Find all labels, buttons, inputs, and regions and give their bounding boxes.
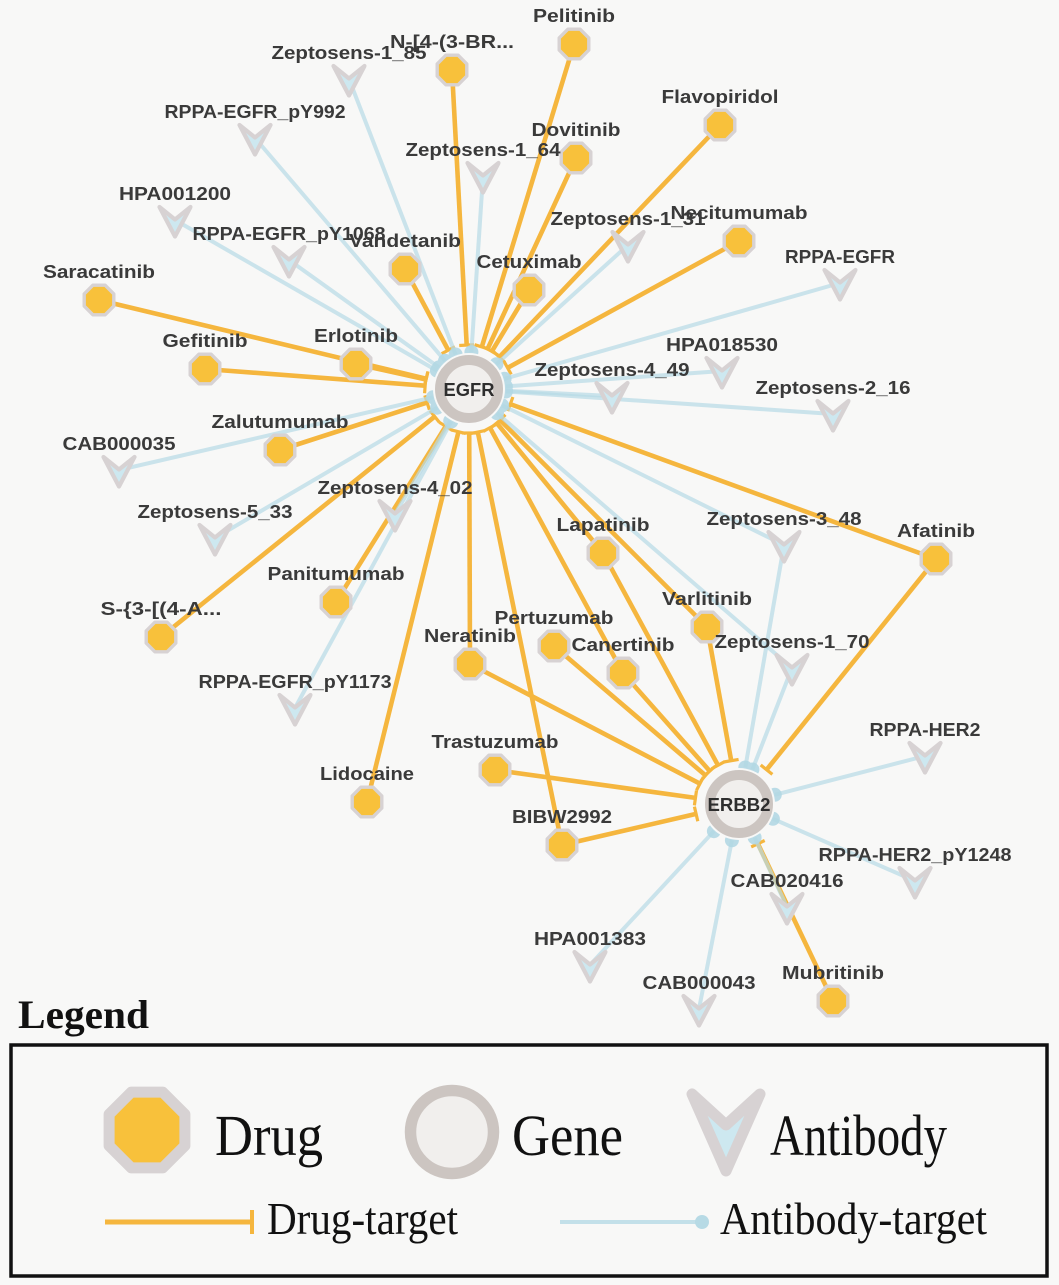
svg-text:Saracatinib: Saracatinib [43,262,155,282]
svg-text:Zeptosens-4_49: Zeptosens-4_49 [535,360,690,380]
svg-text:N-[4-(3-BR...: N-[4-(3-BR... [390,32,514,52]
svg-text:Drug-target: Drug-target [267,1194,458,1244]
svg-text:Legend: Legend [18,992,149,1037]
svg-text:HPA001200: HPA001200 [119,184,231,204]
svg-text:Antibody-target: Antibody-target [720,1194,987,1244]
svg-text:HPA018530: HPA018530 [666,335,778,355]
svg-text:Gene: Gene [512,1103,623,1168]
svg-text:Zeptosens-5_33: Zeptosens-5_33 [138,502,293,522]
svg-text:Zeptosens-1_70: Zeptosens-1_70 [715,632,870,652]
svg-text:Pelitinib: Pelitinib [533,6,615,26]
svg-text:Drug: Drug [215,1103,323,1168]
svg-text:Antibody: Antibody [770,1103,947,1168]
svg-text:Canertinib: Canertinib [572,635,675,655]
svg-text:Zeptosens-3_48: Zeptosens-3_48 [707,509,862,529]
svg-text:Lidocaine: Lidocaine [320,764,414,784]
svg-text:Zeptosens-4_02: Zeptosens-4_02 [318,478,473,498]
svg-text:HPA001383: HPA001383 [534,929,646,949]
svg-text:Lapatinib: Lapatinib [557,515,650,535]
svg-text:CAB000043: CAB000043 [643,973,756,993]
svg-text:Pertuzumab: Pertuzumab [495,608,614,628]
svg-text:Cetuximab: Cetuximab [477,252,582,272]
svg-text:RPPA-EGFR_pY1173: RPPA-EGFR_pY1173 [199,672,392,692]
svg-text:Mubritinib: Mubritinib [782,963,884,983]
svg-text:Afatinib: Afatinib [897,521,975,541]
svg-text:Zeptosens-1_85: Zeptosens-1_85 [272,43,427,63]
svg-text:Zalutumumab: Zalutumumab [212,412,349,432]
svg-text:CAB000035: CAB000035 [63,434,176,454]
svg-text:Necitumumab: Necitumumab [671,203,808,223]
svg-text:RPPA-EGFR: RPPA-EGFR [785,247,895,267]
svg-text:Zeptosens-2_16: Zeptosens-2_16 [756,378,911,398]
svg-text:Panitumumab: Panitumumab [268,564,405,584]
svg-text:Neratinib: Neratinib [424,626,516,646]
svg-text:CAB020416: CAB020416 [731,871,844,891]
svg-text:RPPA-HER2: RPPA-HER2 [870,720,981,740]
svg-text:Gefitinib: Gefitinib [163,331,248,351]
svg-text:Vandetanib: Vandetanib [349,231,461,251]
svg-text:RPPA-HER2_pY1248: RPPA-HER2_pY1248 [819,845,1012,865]
svg-text:Trastuzumab: Trastuzumab [432,732,559,752]
svg-text:BIBW2992: BIBW2992 [512,807,612,827]
svg-text:Erlotinib: Erlotinib [314,326,398,346]
svg-text:RPPA-EGFR_pY992: RPPA-EGFR_pY992 [165,102,346,122]
svg-text:EGFR: EGFR [444,380,495,400]
svg-text:S-{3-[(4-A...: S-{3-[(4-A... [101,599,222,619]
svg-text:Zeptosens-1_64: Zeptosens-1_64 [406,140,561,160]
svg-text:Varlitinib: Varlitinib [662,589,752,609]
svg-text:Flavopiridol: Flavopiridol [662,87,779,107]
svg-text:RPPA-EGFR_pY1068: RPPA-EGFR_pY1068 [193,224,386,244]
svg-text:Zeptosens-1_31: Zeptosens-1_31 [551,209,706,229]
svg-text:ERBB2: ERBB2 [708,795,771,815]
svg-text:Dovitinib: Dovitinib [532,120,621,140]
